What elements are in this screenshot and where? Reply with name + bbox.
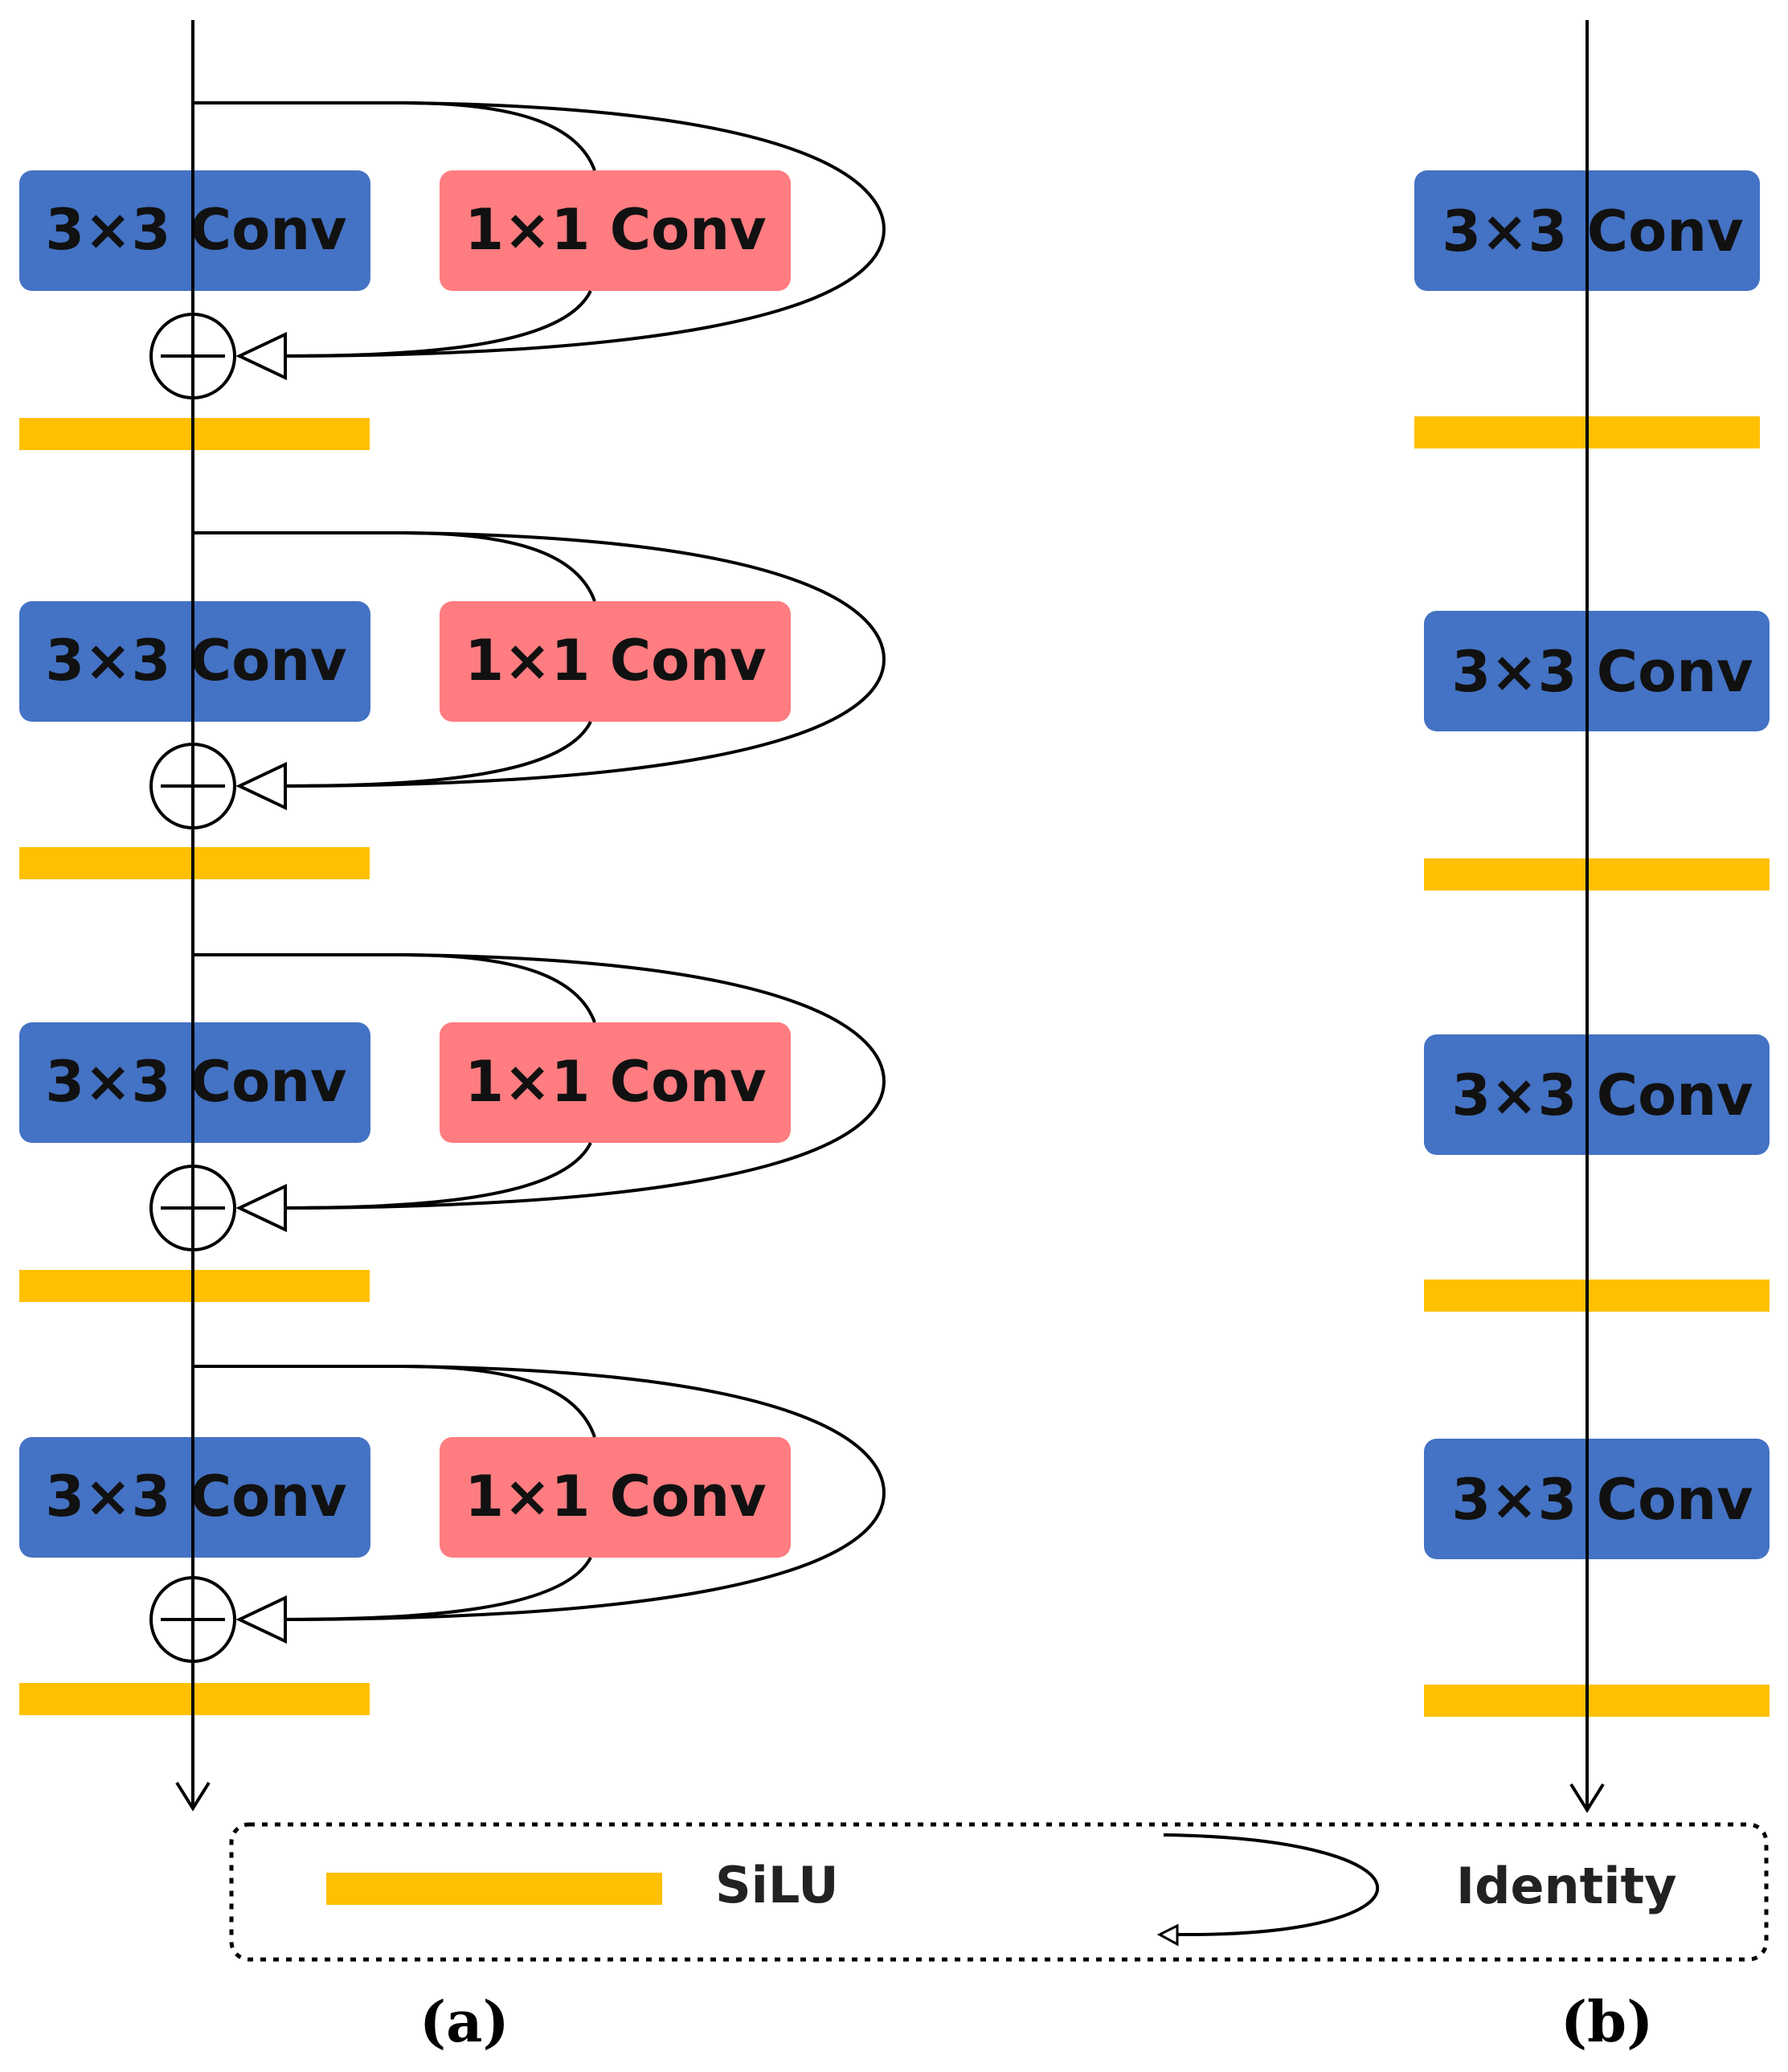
silu-bar: [1424, 1685, 1770, 1717]
conv3x3-box: [1424, 1439, 1770, 1559]
branch-1x1-in: [401, 101, 596, 171]
legend-silu-label: SiLU: [715, 1856, 839, 1914]
legend: SiLU Identity: [229, 1822, 1769, 1962]
conv3x3-box: [1424, 611, 1770, 731]
conv1x1-label: 1×1 Conv: [464, 1049, 766, 1115]
conv1x1-box: [440, 1022, 791, 1143]
block-a-4: 3×3 Conv 1×1 Conv: [19, 1365, 886, 1715]
arrow-open-triangle-icon: [235, 1595, 287, 1644]
conv3x3-label: 3×3 Conv: [1442, 199, 1743, 264]
silu-bar: [1424, 858, 1770, 891]
identity-branch-curve: [272, 1365, 886, 1621]
conv1x1-box: [440, 601, 791, 722]
conv3x3-label: 3×3 Conv: [1451, 1467, 1753, 1533]
arrow-open-triangle-icon: [235, 1183, 287, 1233]
identity-branch-curve: [272, 531, 886, 788]
conv1x1-box: [440, 170, 791, 291]
conv3x3-label: 3×3 Conv: [1451, 1063, 1753, 1128]
conv3x3-box: [19, 601, 370, 722]
silu-bar: [1424, 1280, 1770, 1312]
branch-1x1-in: [401, 953, 596, 1023]
legend-silu-swatch: [326, 1873, 662, 1905]
conv1x1-box: [440, 1437, 791, 1558]
conv3x3-label: 3×3 Conv: [45, 1049, 346, 1115]
conv3x3-label: 3×3 Conv: [45, 628, 346, 694]
legend-identity-arrow: [1163, 1833, 1380, 1937]
arrow-open-triangle-icon: [235, 331, 287, 381]
branch-1x1-in: [401, 531, 596, 602]
conv1x1-label: 1×1 Conv: [464, 628, 766, 694]
block-a-3: 3×3 Conv 1×1 Conv: [19, 953, 886, 1302]
conv1x1-label: 1×1 Conv: [464, 197, 766, 263]
conv3x3-label: 3×3 Conv: [45, 1464, 346, 1529]
arrow-open-triangle-icon: [235, 761, 287, 811]
block-b-4: 3×3 Conv: [1424, 1439, 1770, 1717]
block-b-2: 3×3 Conv: [1424, 611, 1770, 891]
identity-branch-curve: [272, 101, 886, 358]
caption-b: (b): [1561, 1988, 1653, 2055]
conv3x3-box: [19, 1437, 370, 1558]
conv3x3-label: 3×3 Conv: [1451, 639, 1753, 705]
conv3x3-box: [1424, 1034, 1770, 1155]
conv3x3-box: [19, 1022, 370, 1143]
block-a-2: 3×3 Conv 1×1 Conv: [19, 531, 886, 879]
caption-a: (a): [419, 1988, 509, 2055]
conv3x3-label: 3×3 Conv: [45, 197, 346, 263]
diagram-b: 3×3 Conv 3×3 Conv 3×3 Conv 3×3 Conv: [1414, 20, 1770, 1813]
identity-branch-curve: [272, 953, 886, 1210]
block-b-3: 3×3 Conv: [1424, 1034, 1770, 1312]
legend-identity-label: Identity: [1456, 1857, 1677, 1915]
conv1x1-label: 1×1 Conv: [464, 1464, 766, 1529]
arrow-down-icon: [1569, 1783, 1605, 1813]
block-a-1: 3×3 Conv 1×1 Conv: [19, 101, 886, 450]
legend-border: [229, 1822, 1769, 1962]
branch-1x1-in: [401, 1365, 596, 1438]
legend-identity-arrowhead: [1156, 1923, 1179, 1947]
arrow-down-icon: [175, 1781, 211, 1812]
conv3x3-box: [19, 170, 370, 291]
